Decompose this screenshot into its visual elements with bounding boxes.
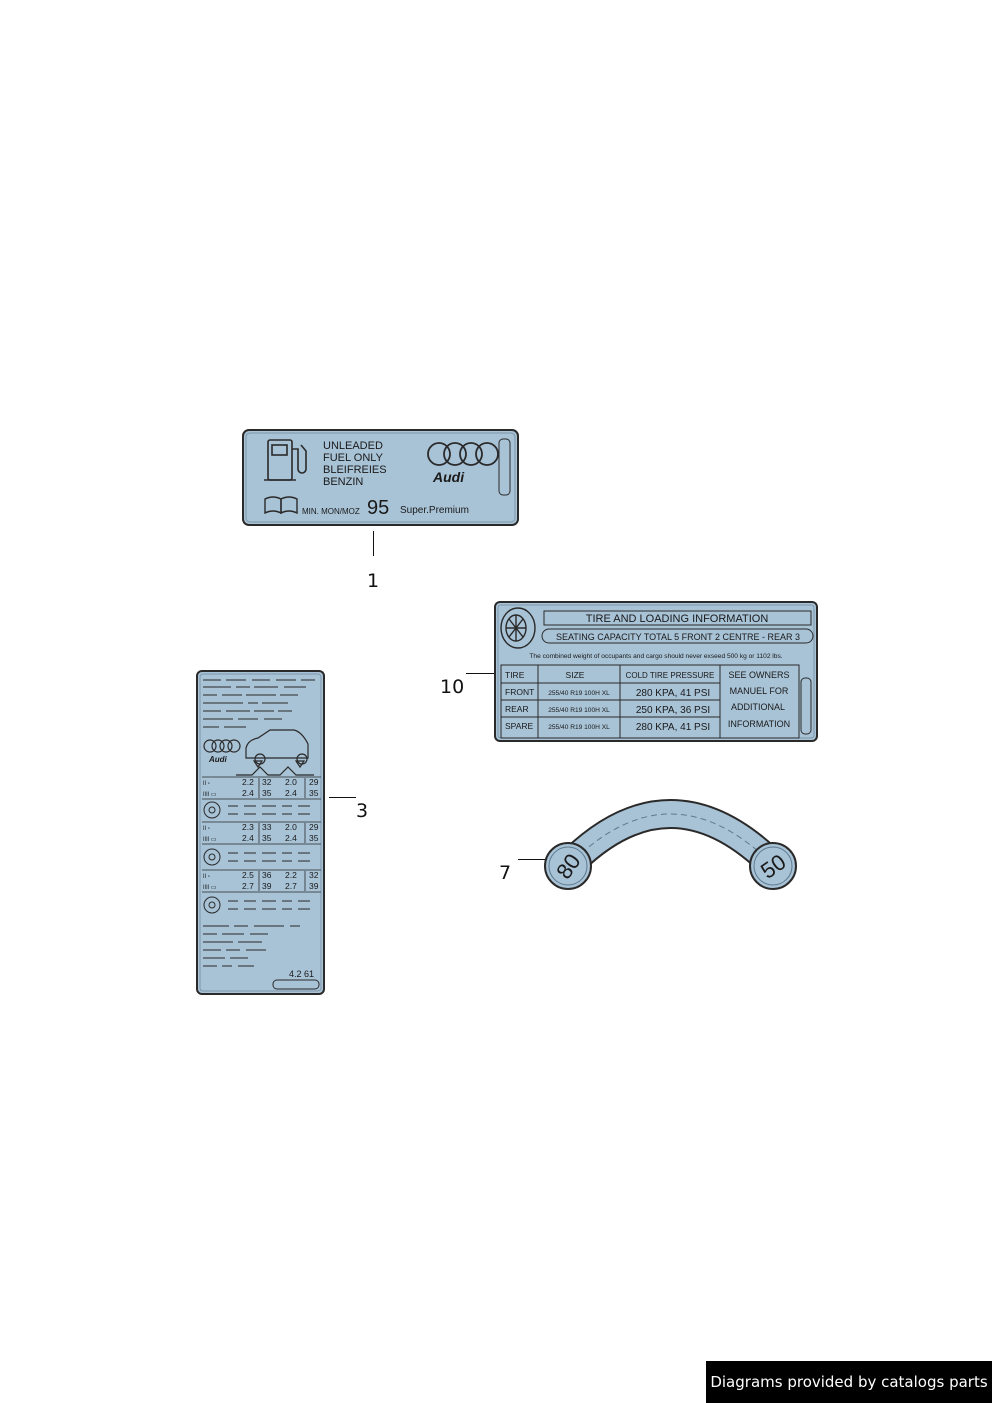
tire-row-spare-pressure: 280 KPA, 41 PSI — [636, 722, 710, 733]
fuel-line-3: BLEIFREIES — [323, 464, 387, 476]
g2-r1-d: 29 — [309, 822, 319, 832]
leader-line-7 — [518, 859, 548, 860]
manual-book-icon — [264, 496, 298, 515]
g2-r2-d: 35 — [309, 833, 319, 843]
svg-text:ǀǀǀǀ ▭: ǀǀǀǀ ▭ — [203, 885, 217, 891]
g2-r2-c: 2.4 — [285, 833, 297, 843]
fuel-grade: Super.Premium — [400, 505, 469, 516]
g2-r1-c: 2.0 — [285, 822, 297, 832]
svg-text:ǀǀ ▫: ǀǀ ▫ — [203, 874, 210, 880]
pressure-label-code: 4.2 61 — [289, 969, 314, 979]
leader-line-1 — [373, 531, 374, 556]
fuel-min-text: MIN. MON/MOZ — [302, 507, 360, 516]
fuel-line-2: FUEL ONLY — [323, 452, 384, 464]
tire-pressure-label: Audi ǀǀ ▫ 2.2 32 2.0 29 ǀǀǀǀ ▭ 2.4 35 2.… — [196, 670, 325, 995]
arch-left-disc — [544, 842, 592, 890]
g1-r1-b: 32 — [262, 777, 272, 787]
fuel-label: UNLEADED FUEL ONLY BLEIFREIES BENZIN Aud… — [242, 429, 519, 526]
tire-header-size: SIZE — [566, 670, 585, 680]
tire-row-spare-size: 255/40 R19 100H XL — [548, 724, 610, 731]
svg-text:ǀǀǀǀ ▭: ǀǀǀǀ ▭ — [203, 792, 217, 798]
g1-r2-a: 2.4 — [242, 788, 254, 798]
svg-text:ǀǀ ▫: ǀǀ ▫ — [203, 781, 210, 787]
see-owners-line-1: SEE OWNERS — [728, 670, 789, 680]
pressure-group-2: ǀǀ ▫ 2.3 33 2.0 29 ǀǀǀǀ ▭ 2.4 35 2.4 35 — [202, 821, 321, 866]
leader-line-3 — [329, 797, 356, 798]
callout-3[interactable]: 3 — [356, 800, 369, 822]
audi-rings-icon — [427, 442, 499, 466]
fuel-line-1: UNLEADED — [323, 440, 383, 452]
see-owners-line-2: MANUEL FOR — [730, 686, 789, 696]
g3-r2-a: 2.7 — [242, 881, 254, 891]
tire-row-rear-size: 255/40 R19 100H XL — [548, 707, 610, 714]
fuel-brand: Audi — [432, 469, 465, 485]
callout-1[interactable]: 1 — [367, 570, 380, 592]
callout-7[interactable]: 7 — [499, 862, 512, 884]
see-owners-line-3: ADDITIONAL — [731, 702, 785, 712]
arch-label: 80 50 — [544, 799, 797, 890]
g1-r2-b: 35 — [262, 788, 272, 798]
g1-r1-c: 2.0 — [285, 777, 297, 787]
g3-r2-c: 2.7 — [285, 881, 297, 891]
g2-r1-a: 2.3 — [242, 822, 254, 832]
tire-seating: SEATING CAPACITY TOTAL 5 FRONT 2 CENTRE … — [556, 632, 800, 642]
g3-r1-d: 32 — [309, 870, 319, 880]
instruction-lines-top — [203, 679, 315, 728]
g3-r2-b: 39 — [262, 881, 272, 891]
svg-text:ǀǀǀǀ ▭: ǀǀǀǀ ▭ — [203, 837, 217, 843]
wheel-icon-2 — [203, 848, 221, 866]
tire-note: The combined weight of occupants and car… — [529, 653, 782, 660]
tire-title: TIRE AND LOADING INFORMATION — [586, 613, 769, 625]
g2-r2-b: 35 — [262, 833, 272, 843]
wheel-icon-3 — [203, 896, 221, 914]
audi-rings-small-icon — [203, 739, 241, 753]
fuel-line-4: BENZIN — [323, 476, 363, 488]
tire-loading-label: TIRE AND LOADING INFORMATION SEATING CAP… — [494, 601, 818, 742]
footer-banner: Diagrams provided by catalogs parts — [706, 1361, 992, 1403]
tire-row-front-pressure: 280 KPA, 41 PSI — [636, 688, 710, 699]
tire-row-rear-tire: REAR — [505, 704, 529, 714]
g2-r1-b: 33 — [262, 822, 272, 832]
car-silhouette-icon — [236, 729, 314, 776]
leader-line-10 — [466, 673, 495, 674]
tire-icon — [500, 607, 536, 649]
svg-text:ǀǀ ▫: ǀǀ ▫ — [203, 826, 210, 832]
g2-r2-a: 2.4 — [242, 833, 254, 843]
g1-r1-d: 29 — [309, 777, 319, 787]
tire-header-pressure: COLD TIRE PRESSURE — [626, 671, 715, 680]
tire-row-spare-tire: SPARE — [505, 721, 534, 731]
g3-r1-b: 36 — [262, 870, 272, 880]
tire-row-front-tire: FRONT — [505, 687, 534, 697]
g1-r2-d: 35 — [309, 788, 319, 798]
callout-10[interactable]: 10 — [440, 676, 465, 698]
fuel-pump-icon — [264, 439, 307, 481]
see-owners-line-4: INFORMATION — [728, 719, 790, 729]
g3-r1-a: 2.5 — [242, 870, 254, 880]
g3-r1-c: 2.2 — [285, 870, 297, 880]
footer-text: Diagrams provided by catalogs parts — [710, 1373, 988, 1391]
pressure-group-3: ǀǀ ▫ 2.5 36 2.2 32 ǀǀǀǀ ▭ 2.7 39 2.7 39 — [202, 869, 321, 914]
tire-row-rear-pressure: 250 KPA, 36 PSI — [636, 705, 710, 716]
arch-right-disc — [749, 842, 797, 890]
instruction-lines-bottom — [203, 925, 300, 967]
tire-row-front-size: 255/40 R19 100H XL — [548, 690, 610, 697]
g1-r2-c: 2.4 — [285, 788, 297, 798]
g3-r2-d: 39 — [309, 881, 319, 891]
tire-header-tire: TIRE — [505, 670, 525, 680]
wheel-icon-1 — [203, 801, 221, 819]
fuel-octane: 95 — [367, 497, 389, 519]
g1-r1-a: 2.2 — [242, 777, 254, 787]
pressure-group-1: ǀǀ ▫ 2.2 32 2.0 29 ǀǀǀǀ ▭ 2.4 35 2.4 35 — [202, 776, 321, 819]
pressure-label-brand: Audi — [208, 755, 228, 764]
